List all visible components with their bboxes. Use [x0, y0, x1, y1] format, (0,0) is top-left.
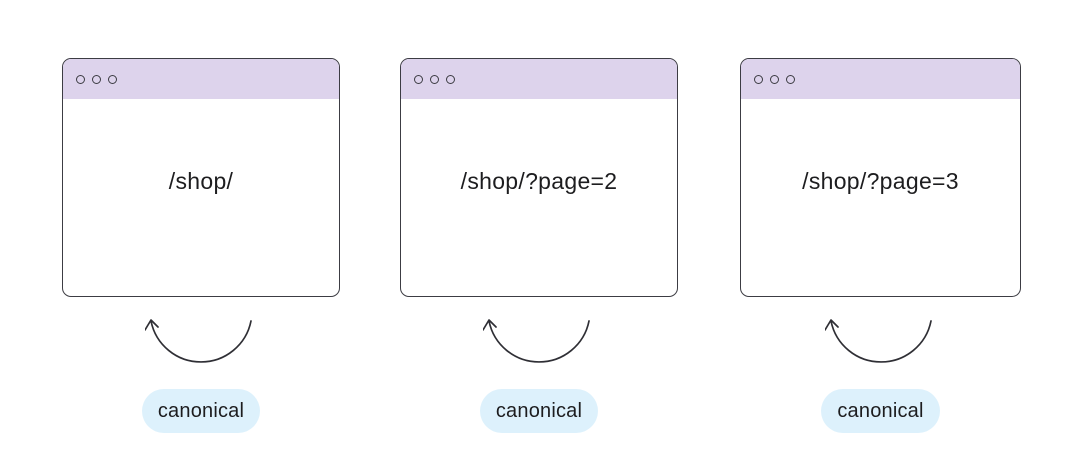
window-dot-icon: [76, 74, 85, 84]
window-body: /shop/: [63, 99, 339, 296]
window-titlebar: [401, 59, 677, 99]
window-dot-icon: [446, 74, 455, 84]
window-body: /shop/?page=2: [401, 99, 677, 296]
window-dot-icon: [108, 74, 117, 84]
self-loop-arrow-icon: [824, 319, 932, 363]
window-dot-icon: [770, 74, 779, 84]
browser-column-3: /shop/?page=3 canonical: [740, 58, 1021, 433]
window-dot-icon: [92, 74, 101, 84]
canonical-badge: canonical: [821, 389, 940, 433]
canonical-badge: canonical: [141, 389, 261, 433]
window-dot-icon: [414, 74, 423, 84]
window-titlebar: [63, 59, 339, 99]
canonical-badge: canonical: [479, 389, 599, 433]
window-dot-icon: [786, 74, 795, 84]
self-loop-arrow-icon: [483, 319, 590, 363]
browser-column-1: /shop/ canonical: [62, 58, 340, 433]
page-url: /shop/: [168, 168, 234, 194]
window-dot-icon: [754, 74, 763, 84]
browser-column-2: /shop/?page=2 canonical: [400, 58, 678, 433]
window-body: /shop/?page=3: [741, 99, 1020, 296]
window-titlebar: [741, 59, 1020, 99]
page-url: /shop/?page=3: [802, 168, 959, 194]
browser-window-2: /shop/?page=2: [400, 58, 678, 297]
self-loop-arrow-icon: [145, 319, 252, 363]
page-url: /shop/?page=2: [460, 168, 618, 194]
window-dot-icon: [430, 74, 439, 84]
browser-window-3: /shop/?page=3: [740, 58, 1021, 297]
browser-window-1: /shop/: [62, 58, 340, 297]
